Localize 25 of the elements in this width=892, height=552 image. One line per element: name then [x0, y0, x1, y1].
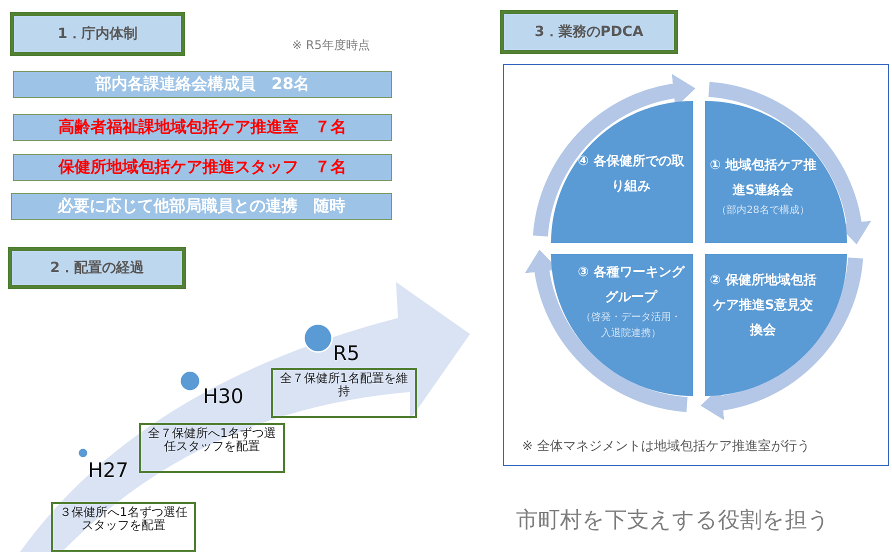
section-heading: 2．配置の経過 [8, 247, 186, 289]
year-label: R5 [333, 341, 360, 365]
staff-bar: 必要に応じて他部局職員との連携 随時 [11, 193, 392, 220]
section-heading: 1．庁内体制 [10, 12, 185, 56]
footnote: ※ 全体マネジメントは地域包括ケア推進室が行う [522, 438, 810, 455]
quadrant-title: ① 地域包括ケア推進S連絡会 [709, 157, 817, 200]
cycle-arrow [525, 250, 688, 412]
year-label: H30 [203, 384, 244, 408]
quadrant-note: （啓発・データ活用・入退院連携） [580, 311, 682, 341]
text-box: ３保健所へ1名ずつ選任スタッフを配置 [51, 502, 196, 552]
panel-frame [503, 64, 889, 466]
quadrant-title: ② 保健所地域包括ケア推進S意見交換会 [709, 272, 817, 340]
text-box: 全７保健所へ1名ずつ選任スタッフを配置 [139, 423, 285, 473]
staff-bar: 高齢者福祉課地域包括ケア推進室 ７名 [13, 114, 392, 141]
quadrant-title: ④ 各保健所での取り組み [577, 153, 685, 196]
note-text: ※ R5年度時点 [292, 37, 370, 54]
staff-bar: 保健所地域包括ケア推進スタッフ ７名 [13, 154, 392, 181]
cycle-arrow [700, 257, 864, 420]
year-label: H27 [88, 458, 128, 482]
quadrant-note: （部内28名で構成） [716, 204, 810, 218]
staff-bar: 部内各課連絡会構成員 28名 [13, 71, 392, 98]
text-box: 全７保健所1名配置を維持 [271, 368, 417, 418]
section-heading: 3．業務のPDCA [500, 10, 678, 54]
quadrant-title: ③ 各種ワーキンググループ [577, 264, 685, 307]
slogan-text: 市町村を下支えする役割を担う [516, 507, 830, 535]
